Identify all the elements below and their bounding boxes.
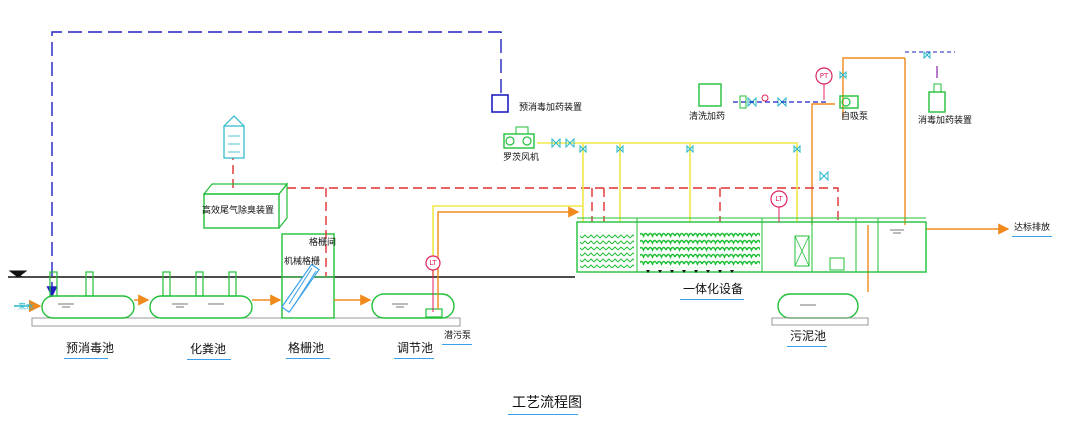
disinfect-dosing-label: 消毒加药装置	[918, 116, 973, 126]
tank-base-slab	[31, 317, 461, 327]
diagram-title: 工艺流程图	[512, 395, 582, 411]
mech-grille-label: 机械格栅	[284, 257, 321, 267]
inlet-label: 来水	[18, 302, 34, 311]
grille-tank-shape	[280, 233, 335, 319]
sludge-tank-shape	[771, 293, 869, 326]
label-underline	[787, 346, 827, 347]
valve-group	[551, 50, 931, 182]
self-priming-pump-device	[839, 95, 859, 109]
integrated-equipment-shape	[576, 217, 927, 273]
label-underline	[286, 358, 330, 359]
cleaning-dosing-label: 清洗加药	[689, 112, 726, 122]
septic-tank-label: 化粪池	[190, 342, 227, 356]
label-underline	[394, 358, 434, 359]
pre-disinfect-dosing-device	[491, 94, 509, 113]
equalization-tank-shape	[371, 293, 455, 319]
cleaning-dosing-line	[733, 94, 826, 109]
sewage-line	[134, 57, 1010, 309]
lt-instrument-left	[425, 255, 441, 312]
integrated-equipment-label: 一体化设备	[683, 282, 744, 296]
label-underline	[680, 299, 744, 300]
roots-blower-label: 罗茨风机	[503, 153, 540, 163]
pt-tag: PT	[819, 72, 829, 80]
label-underline	[1012, 236, 1052, 237]
label-underline	[64, 358, 108, 359]
deodorizer-label: 高效尾气除臭装置	[202, 206, 275, 216]
disinfect-dosing-device	[904, 51, 955, 225]
self-priming-pump-label: 自吸泵	[841, 112, 869, 122]
lt-tag-left: LT	[429, 259, 437, 267]
cleaning-dosing-device	[698, 83, 722, 107]
air-line	[432, 142, 798, 276]
deodorizer-device	[202, 115, 289, 229]
equalization-tank-label: 调节池	[397, 341, 434, 355]
odor-collection-line	[232, 158, 839, 276]
grille-tank-label: 格栅池	[288, 341, 325, 355]
sludge-tank-label: 污泥池	[790, 329, 827, 343]
pre-disinfect-dosing-label: 预消毒加药装置	[519, 103, 583, 113]
pt-instrument	[815, 67, 833, 100]
grille-room-label: 格栅间	[309, 238, 337, 248]
label-underline	[187, 359, 231, 360]
lt-instrument-right	[770, 190, 788, 222]
pre-disinfect-tank-label: 预消毒池	[66, 341, 115, 355]
submersible-pump-label: 潜污泵	[444, 331, 472, 341]
dosing-line-pre-disinfect	[46, 31, 502, 298]
pre-disinfect-tank-shape	[41, 271, 135, 319]
label-underline	[508, 414, 578, 415]
roots-blower-device	[503, 126, 535, 149]
septic-tank-shape	[149, 271, 253, 319]
lt-tag-right: LT	[775, 195, 783, 203]
label-underline	[442, 344, 472, 345]
discharge-label: 达标排放	[1014, 223, 1051, 233]
